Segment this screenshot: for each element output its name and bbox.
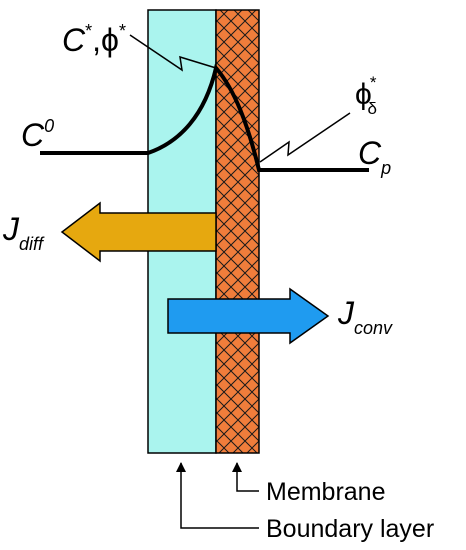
c-star-phi-star-label: C*,ϕ* xyxy=(62,21,126,58)
membrane-label: Membrane xyxy=(266,478,386,506)
c0-label: C0 xyxy=(21,116,54,153)
boundary-layer-pointer-line xyxy=(180,463,259,529)
j-diff-arrow xyxy=(60,201,217,263)
membrane-region xyxy=(215,9,260,454)
j-conv-arrow xyxy=(167,287,330,345)
phi-delta-leader-line xyxy=(259,112,351,163)
membrane-pointer-arrowhead xyxy=(232,462,242,472)
j-conv-label: Jconv xyxy=(337,295,393,338)
boundary-layer-label: Boundary layer xyxy=(266,515,434,543)
j-diff-label: Jdiff xyxy=(2,211,45,254)
boundary-layer-pointer-arrowhead xyxy=(176,462,186,472)
phi-delta-star-label: ϕ*δ xyxy=(355,73,377,118)
cp-label: Cp xyxy=(358,135,391,178)
c-star-leader-line xyxy=(129,34,217,72)
membrane-pointer-line xyxy=(236,463,259,492)
